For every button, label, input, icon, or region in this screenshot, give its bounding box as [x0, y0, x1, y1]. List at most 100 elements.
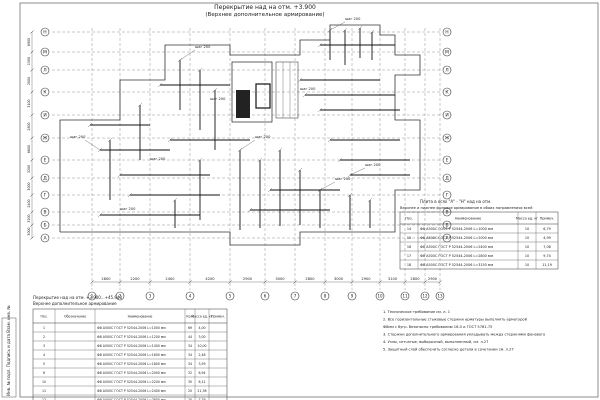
rebar-tick — [302, 92, 308, 98]
sheet-frame — [19, 2, 599, 398]
grid-col-bubble — [87, 291, 97, 301]
table-cell: 32 — [188, 371, 192, 375]
dim-value: 3000 — [27, 182, 31, 190]
table-header-cell: Масса ед. кг — [516, 216, 539, 220]
left-table-title-line1: Перекрытие над на отм. +3.900...+45.940 — [33, 295, 122, 300]
dim-value: 2800 — [305, 277, 315, 281]
grid-row-bubble — [40, 207, 50, 217]
table-cell: 3 — [43, 344, 45, 348]
rebar-tick — [197, 67, 203, 73]
rebar-tick — [172, 197, 178, 203]
rebar-tick — [317, 42, 323, 48]
table-header-cell: Примеч. — [211, 314, 225, 318]
rebar-tick — [127, 192, 133, 198]
grid-col-label: 5 — [229, 294, 232, 299]
table-cell: 3,59 — [198, 362, 205, 366]
table-cell: Ф8 А500С ГОСТ Р 52544-2006 L=3150 мм — [420, 263, 493, 267]
table-cell: 14 — [407, 227, 411, 231]
table-cell: 16 — [407, 245, 411, 249]
leader-line — [329, 21, 346, 31]
rebar-step-label: шаг 200 — [195, 45, 211, 49]
rebar-step-label: шаг 200 — [365, 163, 381, 167]
dim-tick — [30, 176, 34, 180]
table-header-cell: Масса ед. кг — [192, 314, 213, 318]
table-header-cell: Поз. — [405, 216, 413, 220]
grid-row-label-right: Д — [445, 176, 449, 182]
grid-row-bubble — [40, 65, 50, 75]
dim-value: 2400 — [27, 199, 31, 207]
table-cell: 2,46 — [198, 353, 205, 357]
note-line: 3. Стержни дополнительного армирования у… — [383, 333, 545, 337]
rebar-tick — [257, 157, 263, 163]
table-cell: Ф8 А500С ГОСТ Р 52544-2006 L=2000 мм — [420, 236, 493, 240]
grid-col-label: 9 — [351, 294, 354, 299]
rebar-tick — [327, 137, 333, 143]
grid-col-label: 13 — [437, 294, 443, 299]
grid-row-bubble — [40, 220, 50, 230]
dim-tick — [403, 280, 407, 284]
grid-col-bubble — [375, 291, 385, 301]
table-header-cell: Обозначение — [64, 314, 86, 318]
dim-value: 2900 — [428, 277, 438, 281]
grid-row-bubble-right — [442, 190, 452, 200]
dim-tick — [30, 210, 34, 214]
table-cell: 34 — [188, 353, 192, 357]
dim-tick — [30, 68, 34, 72]
dim-tick — [350, 280, 354, 284]
rebar-tick — [357, 25, 363, 31]
table-cell: 7,06 — [543, 245, 551, 249]
table-cell: 10 — [525, 263, 529, 267]
rebar-step-label: шаг 200 — [335, 177, 351, 181]
dim-tick — [228, 280, 232, 284]
table-cell: 4,99 — [543, 236, 551, 240]
table-cell: Ф8 А500С ГОСТ Р 52544-2006 L=1800 мм — [97, 362, 166, 366]
table-cell: 34 — [188, 344, 192, 348]
dim-tick — [263, 280, 267, 284]
table-cell: 1 — [43, 326, 45, 330]
dim-value: 3000 — [275, 277, 285, 281]
grid-row-label-right: Е — [446, 158, 449, 164]
grid-col-label: 6 — [264, 294, 267, 299]
dim-tick — [30, 236, 34, 240]
grid-row-bubble-right — [442, 27, 452, 37]
dim-value: 3000 — [334, 277, 344, 281]
table-cell: Ф8 А500С ГОСТ Р 52544-2006 L=2000 мм — [97, 371, 166, 375]
grid-row-label: И — [43, 113, 46, 119]
table-cell: Ф8 А500С ГОСТ Р 52544-2006 L=2800 мм — [420, 254, 493, 258]
grid-row-bubble — [40, 133, 50, 143]
dim-tick — [30, 158, 34, 162]
table-cell: 34 — [188, 362, 192, 366]
rebar-step-label: шаг 200 — [120, 207, 136, 211]
grid-col-bubble — [347, 291, 357, 301]
rebar-tick — [137, 102, 143, 108]
right-table-title-line1: Плита в осях "А" - "Н" над на отм. — [420, 199, 491, 204]
grid-row-label-right: Н — [445, 30, 448, 36]
rebar-tick — [247, 207, 253, 213]
grid-row-label: А — [43, 236, 47, 242]
dim-value: 3100 — [388, 277, 398, 281]
dim-value: 2200 — [130, 277, 140, 281]
dim-tick — [30, 113, 34, 117]
grid-row-label: Ж — [43, 136, 48, 142]
table-cell: 6,11 — [198, 380, 205, 384]
grid-row-bubble — [40, 233, 50, 243]
grid-col-bubble — [115, 291, 125, 301]
table-cell: 15 — [407, 236, 411, 240]
table-cell: Ф8 А500С ГОСТ Р 52544-2006 L=1000 мм — [420, 227, 493, 231]
grid-row-label-right: В — [445, 210, 448, 216]
leader-line — [239, 139, 256, 151]
table-cell: 10 — [525, 245, 529, 249]
table-cell: 4 — [43, 353, 45, 357]
rebar-tick — [97, 212, 103, 218]
note-line: 5. Защитный слой обеспечить согласно дет… — [383, 348, 514, 352]
side-stamp-text: Инв. № подл. Подпись и дата Взам. инв. № — [6, 306, 11, 396]
table-cell: 17 — [407, 254, 411, 258]
dim-value: 6900 — [27, 38, 31, 46]
grid-row-bubble — [40, 155, 50, 165]
note-line: 1. Техническое требование см. л. 1 — [383, 310, 450, 314]
dim-value: 3000 — [27, 227, 31, 235]
table-cell: Ф8 А500С ГОСТ Р 52544-2006 L=1400 мм — [97, 344, 166, 348]
rebar-tick — [107, 137, 113, 143]
leader-line — [319, 181, 336, 191]
